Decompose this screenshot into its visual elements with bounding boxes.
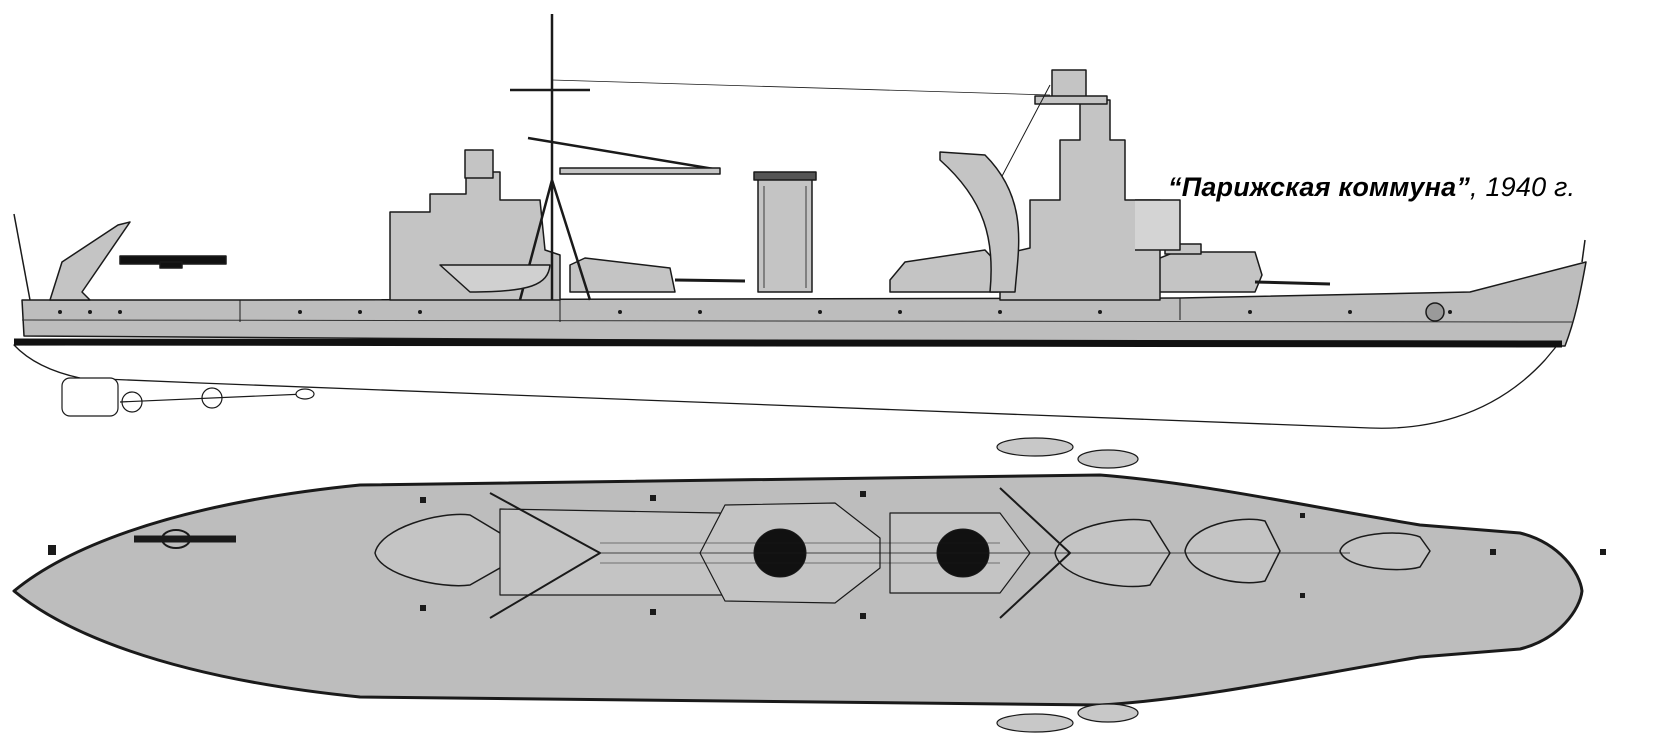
caption-quote-close: ” [1456,172,1471,202]
stern-crane [49,221,131,301]
funnel [757,177,813,293]
turret-plan-3 [1184,518,1281,584]
main-mast [510,14,721,301]
porthole-row [58,310,1452,314]
underwater-hull [13,341,1561,429]
plan-deck-view [12,437,1606,733]
ship-boats [996,437,1139,733]
side-profile-view [13,14,1587,429]
main-turret-2 [569,257,676,293]
ship-name: Парижская коммуна [1181,172,1457,202]
boot-topping [13,338,1563,348]
caption-quote-open: “ [1168,172,1182,202]
forward-funnel-curved [939,151,1020,293]
aft-boat [439,264,551,293]
bow-anchor [1425,302,1445,322]
aft-deckhouse-plan [499,508,731,596]
hull-above-water [21,261,1587,347]
main-turret-3 [889,249,999,293]
turret-plan-4 [1339,532,1431,571]
ship-caption: “Парижская коммуна”, 1940 г. [1168,172,1575,203]
rudder-and-propellers [61,377,315,417]
aft-main-turret [1149,251,1263,293]
caption-year: 1940 г. [1485,172,1576,202]
deck-fittings [420,491,1606,619]
caption-separator: , [1470,172,1486,202]
